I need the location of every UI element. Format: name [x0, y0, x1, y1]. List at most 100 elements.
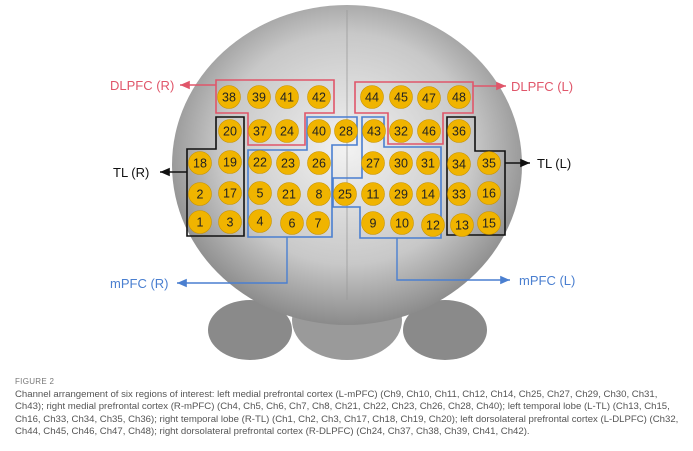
- channel-label: 2: [197, 188, 204, 202]
- channel-marker: [421, 213, 445, 237]
- channel-marker: [360, 85, 384, 109]
- label-mpfc-left: mPFC (L): [519, 273, 575, 288]
- channel-label: 4: [257, 215, 264, 229]
- region-right-tl: [160, 116, 245, 237]
- channel-marker: [218, 150, 242, 174]
- channel-label: 13: [455, 219, 469, 233]
- channel-label: 21: [282, 188, 296, 202]
- region-left-dlpfc: [354, 81, 506, 145]
- channel-label: 3: [227, 216, 234, 230]
- channel-label: 29: [394, 188, 408, 202]
- channel-marker: [307, 85, 331, 109]
- channel-marker: [477, 151, 501, 175]
- channel-label: 28: [339, 125, 353, 139]
- channel-marker: [362, 119, 386, 143]
- channel-marker: [247, 85, 271, 109]
- channel-marker: [447, 182, 471, 206]
- channel-label: 6: [289, 217, 296, 231]
- channel-marker: [389, 182, 413, 206]
- channel-label: 47: [422, 92, 436, 106]
- label-tl-left: TL (L): [537, 156, 571, 171]
- channel-label: 11: [367, 188, 380, 202]
- channel-label: 36: [452, 125, 466, 139]
- channel-marker: [188, 210, 212, 234]
- region-right-dlpfc: [180, 79, 335, 146]
- channel-label: 1: [197, 216, 204, 230]
- channel-marker: [188, 182, 212, 206]
- channel-label: 27: [366, 157, 380, 171]
- channel-label: 37: [253, 125, 267, 139]
- channel-label: 35: [482, 157, 496, 171]
- channel-label: 43: [367, 125, 381, 139]
- channel-label: 12: [426, 219, 440, 233]
- channel-label: 17: [223, 187, 237, 201]
- channel-marker: [188, 151, 212, 175]
- channel-label: 14: [421, 188, 435, 202]
- channel-marker: [248, 150, 272, 174]
- label-tl-right: TL (R): [113, 165, 149, 180]
- channel-label: 34: [452, 158, 466, 172]
- channel-marker: [307, 182, 331, 206]
- channel-label: 44: [365, 91, 379, 105]
- channel-marker: [361, 151, 385, 175]
- channel-marker: [447, 85, 471, 109]
- channel-label: 46: [422, 125, 436, 139]
- channel-marker: [217, 85, 241, 109]
- channel-label: 23: [281, 157, 295, 171]
- channel-label: 38: [222, 91, 236, 105]
- channel-label: 40: [312, 125, 326, 139]
- channel-label: 32: [394, 125, 408, 139]
- channel-marker: [306, 211, 330, 235]
- channel-label: 25: [338, 188, 352, 202]
- channel-label: 20: [223, 125, 237, 139]
- channel-marker: [447, 119, 471, 143]
- channel-marker: [417, 86, 441, 110]
- channel-label: 9: [370, 217, 377, 231]
- channel-marker: [361, 211, 385, 235]
- channel-label: 5: [257, 187, 264, 201]
- channel-marker: [218, 119, 242, 143]
- channel-label: 7: [315, 217, 322, 231]
- channel-label: 18: [193, 157, 207, 171]
- figure-caption: Channel arrangement of six regions of in…: [15, 389, 679, 437]
- channel-marker: [333, 182, 357, 206]
- channel-label: 24: [280, 125, 294, 139]
- channel-marker: [389, 119, 413, 143]
- channel-marker: [447, 152, 471, 176]
- channel-marker: [416, 182, 440, 206]
- channel-marker: [307, 151, 331, 175]
- channel-marker: [248, 181, 272, 205]
- channel-marker: [218, 210, 242, 234]
- brain-image: [172, 5, 522, 360]
- channel-label: 16: [482, 187, 496, 201]
- channel-marker: [361, 182, 385, 206]
- channel-marker: [389, 151, 413, 175]
- channel-marker: [450, 213, 474, 237]
- channel-marker: [307, 119, 331, 143]
- label-dlpfc-right: DLPFC (R): [110, 78, 174, 93]
- channel-marker: [275, 85, 299, 109]
- channel-marker: [477, 211, 501, 235]
- channel-label: 22: [253, 156, 267, 170]
- figure-number: FIGURE 2: [15, 377, 55, 386]
- label-mpfc-right: mPFC (R): [110, 276, 169, 291]
- channel-marker: [334, 119, 358, 143]
- label-dlpfc-left: DLPFC (L): [511, 79, 573, 94]
- channel-label: 31: [421, 157, 435, 171]
- channel-marker: [477, 181, 501, 205]
- channel-marker: [248, 209, 272, 233]
- channel-label: 48: [452, 91, 466, 105]
- channel-label: 33: [452, 188, 466, 202]
- channel-marker: [389, 85, 413, 109]
- channel-marker: [275, 119, 299, 143]
- channel-marker: [280, 211, 304, 235]
- channel-marker: [417, 119, 441, 143]
- channel-label: 8: [316, 188, 323, 202]
- region-left-tl: [446, 116, 530, 236]
- channel-marker: [390, 211, 414, 235]
- channel-marker: [248, 119, 272, 143]
- region-right-mpfc: [177, 116, 358, 288]
- channel-label: 26: [312, 157, 326, 171]
